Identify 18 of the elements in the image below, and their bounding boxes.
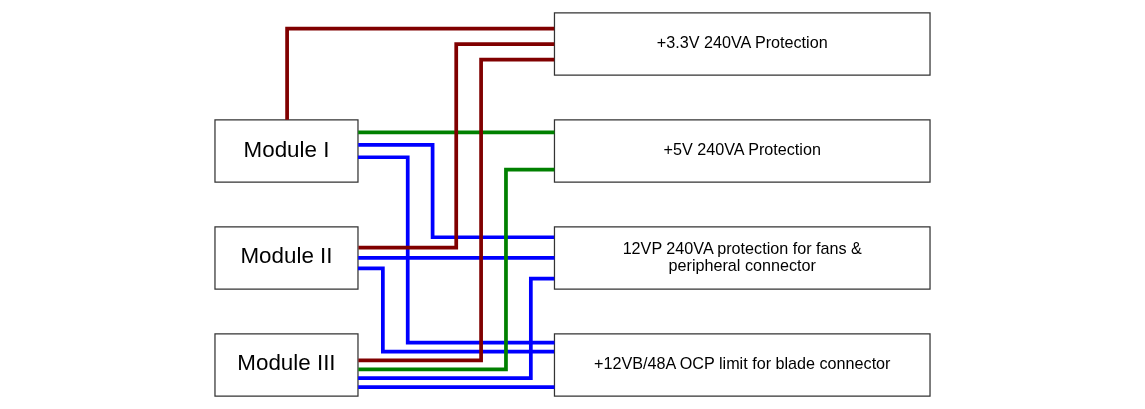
- node-box: Module I: [214, 119, 359, 183]
- node-box: Module III: [214, 333, 359, 397]
- connector: [358, 155, 555, 345]
- node-box: +5V 240VA Protection: [553, 119, 931, 183]
- connector: [358, 42, 555, 250]
- node-box: +12VB/48A OCP limit for blade connector: [553, 333, 931, 397]
- node-box: Module II: [214, 226, 359, 290]
- node-box: 12VP 240VA protection for fans & peripheral connector: [553, 226, 931, 290]
- connector: [358, 266, 555, 354]
- connector: [358, 130, 555, 135]
- connector: [285, 26, 555, 120]
- connector: [358, 167, 555, 372]
- connector: [358, 276, 555, 381]
- connector: [358, 142, 555, 240]
- connector: [358, 385, 555, 389]
- node-box: +3.3V 240VA Protection: [553, 12, 931, 76]
- connector: [358, 57, 555, 363]
- connector: [358, 256, 555, 260]
